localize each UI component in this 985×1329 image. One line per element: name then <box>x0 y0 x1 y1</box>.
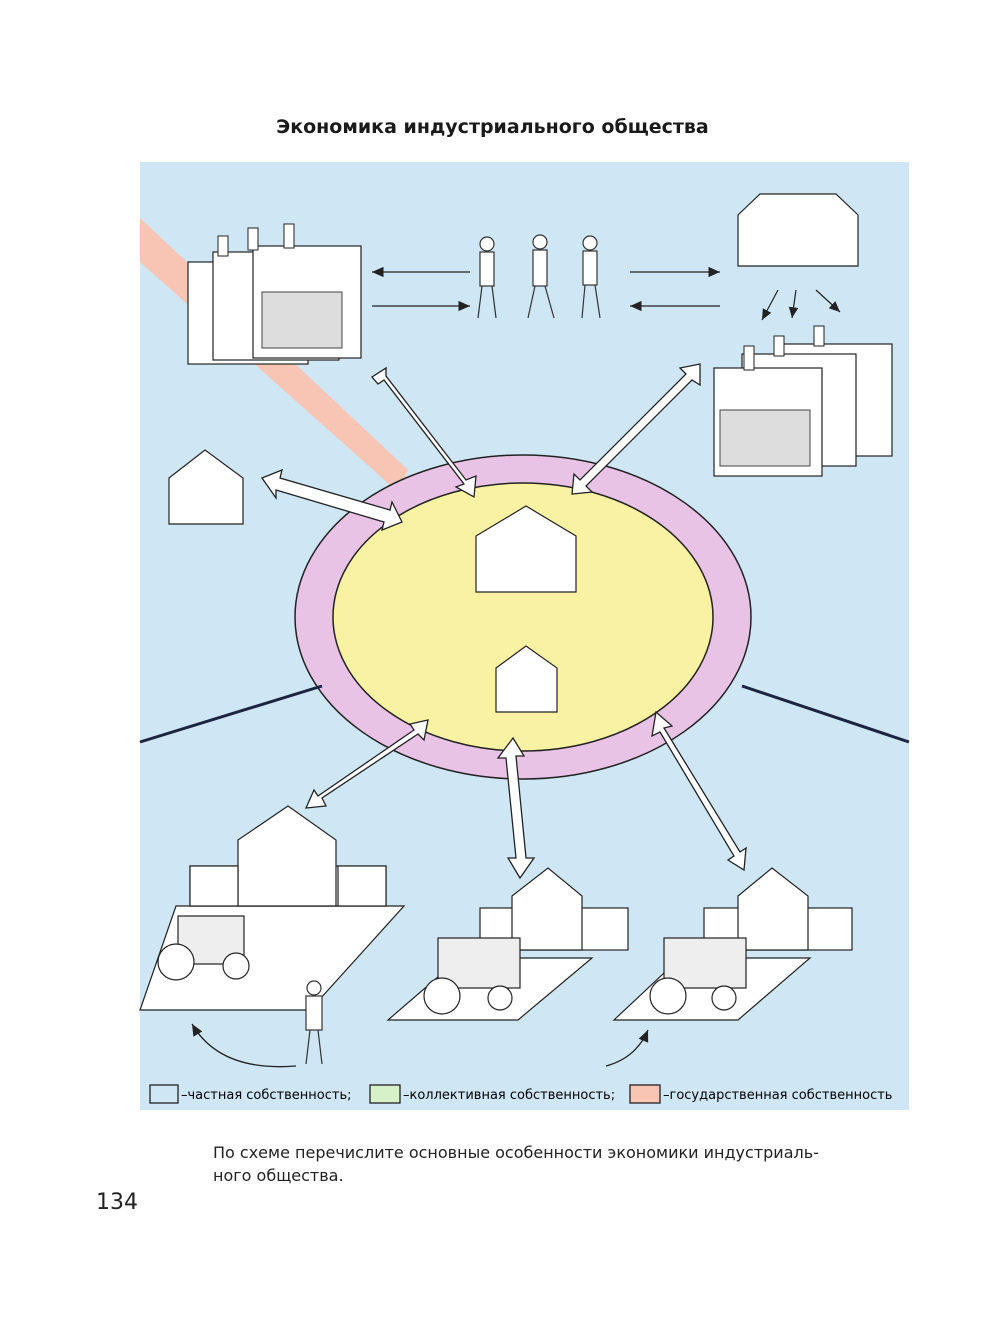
arrow-monopolies-market <box>571 363 701 495</box>
market-building-bottom <box>495 645 558 713</box>
page-number: 134 <box>96 1190 138 1215</box>
divider-left <box>139 684 323 744</box>
arrow-market-large-farms <box>304 719 429 809</box>
arrow-petty-market <box>260 468 403 532</box>
medium-farm <box>386 867 629 1021</box>
legend-label-state: –государственная собственность <box>663 1088 892 1103</box>
small-farm <box>612 867 853 1021</box>
craftsman-house <box>168 449 244 525</box>
legend-swatch-state <box>629 1084 661 1104</box>
divider-right <box>741 684 910 744</box>
arrow-market-small-farms <box>651 710 747 872</box>
legend-label-private: –частная собственность; <box>181 1088 352 1103</box>
monopoly-board-building <box>737 193 859 267</box>
farm-worker-figure <box>305 980 323 1065</box>
task-line-2: ного общества. <box>213 1166 344 1185</box>
page-title: Экономика индустриального общества <box>276 116 709 138</box>
large-farm <box>139 805 406 1011</box>
factory-group-right <box>713 325 893 477</box>
legend: –частная собственность; –коллективная со… <box>149 1084 892 1104</box>
legend-swatch-collective <box>369 1084 401 1104</box>
arrow-factories-market <box>371 366 477 499</box>
factory-group-left <box>187 223 362 365</box>
farm-workers-arrow-left <box>191 1023 297 1068</box>
task-text: По схеме перечислите основные особенност… <box>213 1141 903 1187</box>
legend-label-collective: –коллективная собственность; <box>403 1088 615 1103</box>
farm-workers-arrow-right <box>605 1029 649 1067</box>
market-building-top <box>475 505 577 593</box>
workers-figures <box>477 234 601 319</box>
arrow-market-medium-farms <box>496 736 536 880</box>
market-oval <box>332 482 714 752</box>
legend-swatch-private <box>149 1084 179 1104</box>
task-line-1: По схеме перечислите основные особенност… <box>213 1143 819 1162</box>
